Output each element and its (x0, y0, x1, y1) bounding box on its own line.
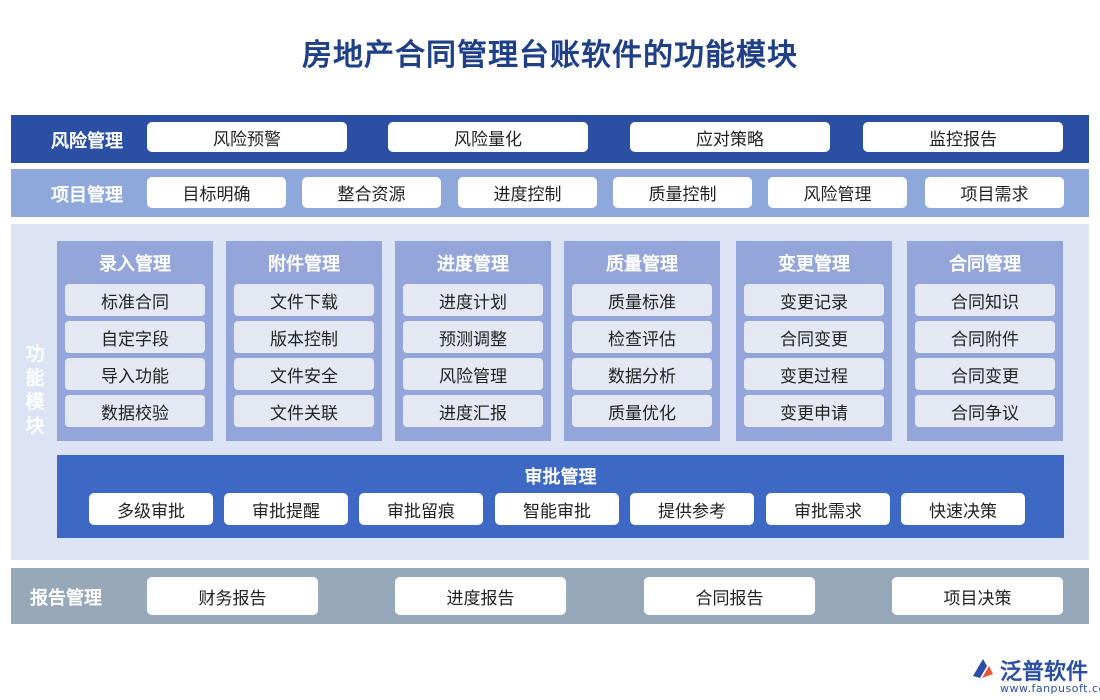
module-item: 数据校验 (65, 395, 205, 427)
module-item: 版本控制 (234, 321, 374, 353)
project-management-band: 项目管理 目标明确 整合资源 进度控制 质量控制 风险管理 项目需求 (11, 169, 1089, 217)
project-item: 进度控制 (458, 177, 597, 208)
approval-item: 审批需求 (766, 493, 890, 525)
module-title: 审批管理 (524, 467, 597, 488)
module-item: 质量优化 (572, 395, 712, 427)
module-title: 合同管理 (949, 254, 1021, 275)
project-item: 质量控制 (613, 177, 752, 208)
report-item: 财务报告 (147, 577, 318, 615)
module-item: 变更记录 (744, 284, 884, 316)
approval-item: 审批留痕 (359, 493, 483, 525)
module-title: 变更管理 (778, 254, 850, 275)
brand-logo: 泛普软件 www.fanpusoft.com (970, 652, 1100, 696)
module-title: 录入管理 (99, 254, 171, 275)
approval-item: 智能审批 (495, 493, 619, 525)
approval-item: 快速决策 (901, 493, 1025, 525)
module-item: 质量标准 (572, 284, 712, 316)
risk-item: 监控报告 (863, 122, 1063, 152)
module-item: 变更申请 (744, 395, 884, 427)
module-item: 进度汇报 (403, 395, 543, 427)
fanpu-logo-icon (973, 659, 993, 678)
risk-management-label: 风险管理 (51, 131, 123, 152)
module-contract-management: 合同管理 合同知识 合同附件 合同变更 合同争议 (907, 241, 1063, 441)
module-title: 附件管理 (268, 254, 340, 275)
module-item: 数据分析 (572, 358, 712, 390)
report-management-band: 报告管理 财务报告 进度报告 合同报告 项目决策 (11, 568, 1089, 624)
module-quality-management: 质量管理 质量标准 检查评估 数据分析 质量优化 (564, 241, 720, 441)
project-item: 目标明确 (147, 177, 286, 208)
module-item: 文件关联 (234, 395, 374, 427)
report-item: 进度报告 (395, 577, 566, 615)
project-item: 风险管理 (768, 177, 907, 208)
module-title: 质量管理 (606, 254, 678, 275)
report-item: 合同报告 (644, 577, 815, 615)
module-item: 预测调整 (403, 321, 543, 353)
approval-item: 多级审批 (89, 493, 213, 525)
page-title: 房地产合同管理台账软件的功能模块 (302, 38, 798, 73)
module-item: 合同变更 (744, 321, 884, 353)
module-item: 自定字段 (65, 321, 205, 353)
module-title: 进度管理 (437, 254, 509, 275)
module-change-management: 变更管理 变更记录 合同变更 变更过程 变更申请 (736, 241, 892, 441)
approval-item: 审批提醒 (224, 493, 348, 525)
risk-item: 应对策略 (630, 122, 830, 152)
project-item: 项目需求 (925, 177, 1064, 208)
logo-url: www.fanpusoft.com (1000, 682, 1100, 695)
module-item: 变更过程 (744, 358, 884, 390)
project-management-label: 项目管理 (51, 185, 123, 206)
report-item: 项目决策 (892, 577, 1063, 615)
risk-item: 风险量化 (388, 122, 588, 152)
module-item: 合同知识 (915, 284, 1055, 316)
module-item: 文件安全 (234, 358, 374, 390)
module-attachment-management: 附件管理 文件下载 版本控制 文件安全 文件关联 (226, 241, 382, 441)
module-entry-management: 录入管理 标准合同 自定字段 导入功能 数据校验 (57, 241, 213, 441)
module-item: 检查评估 (572, 321, 712, 353)
function-modules-band: 功能模块 录入管理 标准合同 自定字段 导入功能 数据校验 附件管理 文件下载 … (11, 224, 1089, 560)
risk-management-band: 风险管理 风险预警 风险量化 应对策略 监控报告 (11, 115, 1089, 163)
approval-item: 提供参考 (630, 493, 754, 525)
risk-item: 风险预警 (147, 122, 347, 152)
module-item: 合同变更 (915, 358, 1055, 390)
module-item: 文件下载 (234, 284, 374, 316)
module-item: 标准合同 (65, 284, 205, 316)
module-item: 合同争议 (915, 395, 1055, 427)
module-item: 进度计划 (403, 284, 543, 316)
module-item: 风险管理 (403, 358, 543, 390)
module-item: 导入功能 (65, 358, 205, 390)
logo-text: 泛普软件 (1000, 660, 1089, 685)
report-management-label: 报告管理 (30, 588, 102, 609)
function-modules-label: 功能模块 (25, 343, 45, 437)
project-item: 整合资源 (302, 177, 441, 208)
module-item: 合同附件 (915, 321, 1055, 353)
module-approval-management: 审批管理 多级审批 审批提醒 审批留痕 智能审批 提供参考 审批需求 快速决策 (57, 455, 1064, 538)
module-progress-management: 进度管理 进度计划 预测调整 风险管理 进度汇报 (395, 241, 551, 441)
